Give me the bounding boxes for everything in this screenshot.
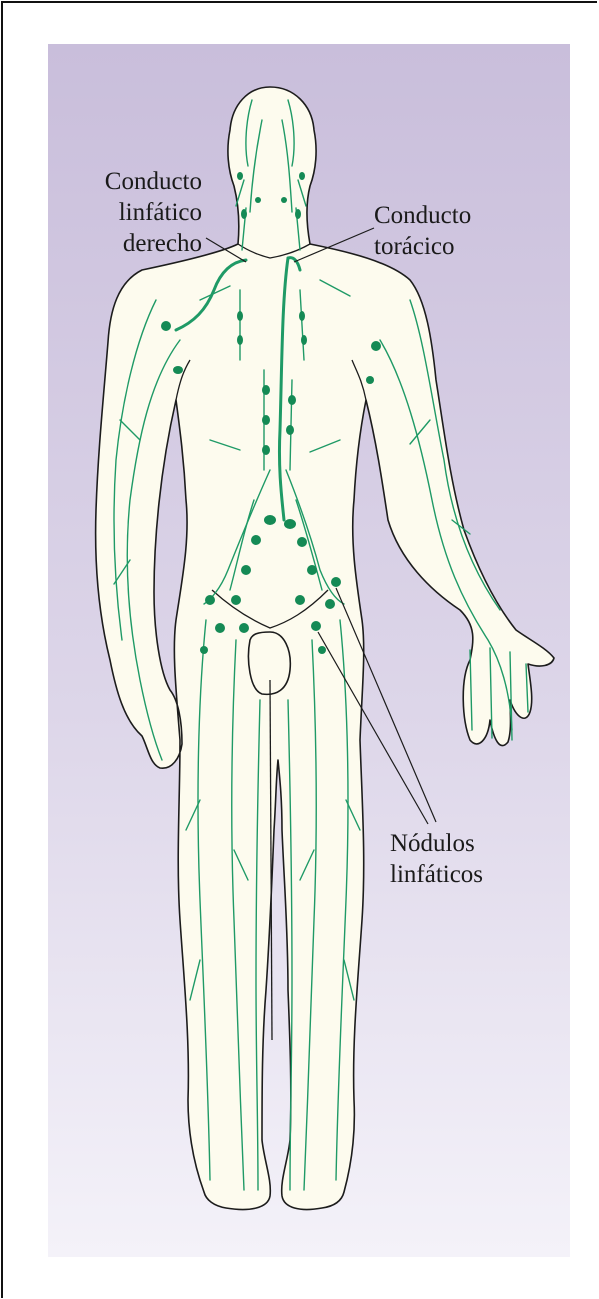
label-right-lymphatic-duct: Conducto linfático derecho	[62, 166, 202, 259]
label-thoracic-duct: Conducto torácico	[374, 200, 514, 262]
label-lymph-nodes: Nódulos linfáticos	[390, 828, 540, 890]
label-line: derecho	[62, 228, 202, 259]
label-line: linfáticos	[390, 859, 540, 890]
label-line: Conducto	[374, 200, 514, 231]
label-line: torácico	[374, 231, 514, 262]
label-line: linfático	[62, 197, 202, 228]
label-line: Nódulos	[390, 828, 540, 859]
label-line: Conducto	[62, 166, 202, 197]
